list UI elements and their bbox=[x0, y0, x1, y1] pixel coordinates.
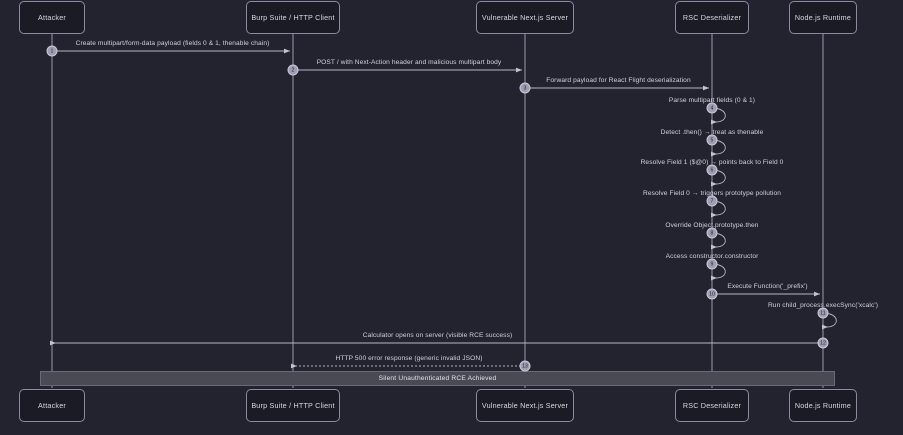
sequence-number-11: 11 bbox=[817, 307, 829, 319]
sequence-number-3: 3 bbox=[519, 82, 531, 94]
participant-node-bottom[interactable]: Node.js Runtime bbox=[789, 389, 857, 422]
message-label-3: Forward payload for React Flight deseria… bbox=[546, 77, 691, 84]
participant-label: Burp Suite / HTTP Client bbox=[251, 13, 335, 22]
message-label-10: Execute Function('_prefix') bbox=[727, 283, 808, 290]
sequence-number-8: 8 bbox=[706, 227, 718, 239]
participant-attacker-bottom[interactable]: Attacker bbox=[19, 389, 85, 422]
message-label-9: Access constructor.constructor bbox=[665, 253, 759, 260]
sequence-number-7: 7 bbox=[706, 195, 718, 207]
message-label-8: Override Object.prototype.then bbox=[665, 222, 759, 229]
participant-label: Attacker bbox=[38, 13, 66, 22]
participant-label: RSC Deserializer bbox=[682, 401, 742, 410]
participant-label: Vulnerable Next.js Server bbox=[481, 401, 569, 410]
message-label-5: Detect .then() → treat as thenable bbox=[660, 129, 764, 136]
participant-label: Burp Suite / HTTP Client bbox=[251, 401, 335, 410]
participant-label: Attacker bbox=[38, 401, 66, 410]
message-label-6: Resolve Field 1 ($@0) → points back to F… bbox=[640, 159, 784, 166]
sequence-number-10: 10 bbox=[706, 288, 718, 300]
sequence-number-12: 12 bbox=[817, 337, 829, 349]
participant-rsc-bottom[interactable]: RSC Deserializer bbox=[675, 389, 749, 422]
message-label-13: HTTP 500 error response (generic invalid… bbox=[335, 355, 483, 362]
participant-label: Node.js Runtime bbox=[794, 401, 852, 410]
message-label-11: Run child_process.execSync('xcalc') bbox=[767, 302, 879, 309]
participant-label: Vulnerable Next.js Server bbox=[481, 13, 569, 22]
sequence-number-2: 2 bbox=[287, 64, 299, 76]
sequence-number-9: 9 bbox=[706, 258, 718, 270]
sequence-number-5: 5 bbox=[706, 134, 718, 146]
message-label-12: Calculator opens on server (visible RCE … bbox=[362, 332, 513, 339]
sequence-number-13: 13 bbox=[519, 360, 531, 372]
note-label: Silent Unauthenticated RCE Achieved bbox=[378, 375, 497, 382]
message-label-4: Parse multipart fields (0 & 1) bbox=[668, 97, 756, 104]
note-silent-rce: Silent Unauthenticated RCE Achieved bbox=[40, 371, 835, 386]
participant-burp-top[interactable]: Burp Suite / HTTP Client bbox=[246, 1, 340, 34]
participant-attacker-top[interactable]: Attacker bbox=[19, 1, 85, 34]
participant-node-top[interactable]: Node.js Runtime bbox=[789, 1, 857, 34]
sequence-number-4: 4 bbox=[706, 102, 718, 114]
participant-rsc-top[interactable]: RSC Deserializer bbox=[675, 1, 749, 34]
message-label-7: Resolve Field 0 → triggers prototype pol… bbox=[642, 190, 782, 197]
participant-burp-bottom[interactable]: Burp Suite / HTTP Client bbox=[246, 389, 340, 422]
message-label-2: POST / with Next-Action header and malic… bbox=[316, 59, 502, 66]
sequence-number-1: 1 bbox=[46, 45, 58, 57]
participant-label: Node.js Runtime bbox=[794, 13, 852, 22]
participant-nextjs-bottom[interactable]: Vulnerable Next.js Server bbox=[476, 389, 574, 422]
message-label-1: Create multipart/form-data payload (fiel… bbox=[75, 40, 270, 47]
sequence-number-6: 6 bbox=[706, 164, 718, 176]
participant-nextjs-top[interactable]: Vulnerable Next.js Server bbox=[476, 1, 574, 34]
participant-label: RSC Deserializer bbox=[682, 13, 742, 22]
